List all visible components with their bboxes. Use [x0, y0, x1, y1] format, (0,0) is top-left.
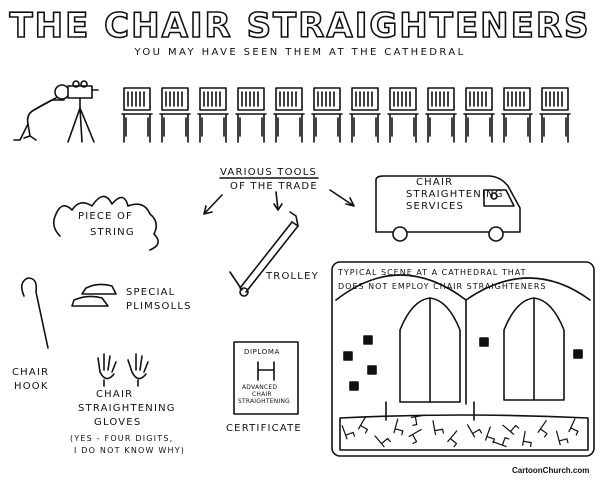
scattered-chair: [408, 428, 422, 445]
certificate-text-line-1: ADVANCED: [242, 384, 278, 391]
chair: [349, 87, 381, 143]
tools-heading-line-1: VARIOUS TOOLS: [220, 167, 318, 178]
chair-row: [121, 87, 571, 143]
certificate-text-line-2: CHAIR: [252, 391, 272, 398]
gloves-label-line-1: CHAIR: [96, 389, 134, 400]
scattered-chair: [484, 426, 495, 444]
string-label-line-1: PIECE OF: [78, 211, 134, 222]
scattered-chair: [466, 424, 483, 438]
certificate-text-line-3: STRAIGHTENING: [238, 398, 290, 405]
gloves-label-line-2: STRAIGHTENING: [78, 403, 176, 414]
plimsolls-label-line-2: PLIMSOLLS: [126, 301, 192, 312]
van-label-line-1: CHAIR: [416, 177, 454, 188]
chair: [463, 87, 495, 143]
scattered-chair: [537, 420, 548, 438]
gloves-illustration: [97, 353, 149, 387]
chair: [121, 87, 153, 143]
scattered-chair: [341, 425, 356, 440]
certificate-top-text: DIPLOMA: [244, 348, 280, 356]
hook-label-line-2: HOOK: [14, 381, 49, 392]
chair: [273, 87, 305, 143]
chair: [539, 87, 571, 143]
string-illustration: [55, 195, 159, 251]
cartoon-title: THE CHAIR STRAIGHTENERS: [9, 5, 591, 47]
van-label-line-2: STRAIGHTENING: [406, 189, 504, 200]
plimsolls-label-line-1: SPECIAL: [126, 287, 176, 298]
certificate-label: CERTIFICATE: [226, 423, 302, 434]
tools-heading-line-2: OF THE TRADE: [230, 181, 318, 192]
chair: [387, 87, 419, 143]
chair: [235, 87, 267, 143]
scattered-chair: [502, 424, 520, 435]
gloves-note-line-2: I DO NOT KNOW WHY): [74, 446, 186, 455]
scattered-chair: [522, 430, 532, 448]
plimsolls-illustration: [71, 283, 117, 307]
scattered-chair: [447, 430, 458, 448]
scattered-chair: [374, 435, 391, 448]
scattered-chair: [393, 418, 404, 436]
chair: [311, 87, 343, 143]
scene-caption-line-2: DOES NOT EMPLOY CHAIR STRAIGHTENERS: [338, 282, 547, 291]
gloves-note-line-1: (YES - FOUR DIGITS,: [70, 434, 174, 443]
van-label-line-3: SERVICES: [406, 201, 465, 212]
hook-label-line-1: CHAIR: [12, 367, 50, 378]
cartoon-subtitle: YOU MAY HAVE SEEN THEM AT THE CATHEDRAL: [134, 47, 466, 58]
trolley-illustration: [229, 211, 299, 297]
chair: [501, 87, 533, 143]
cathedral-scene: [331, 261, 595, 457]
scattered-chair: [492, 437, 510, 448]
scattered-chair: [410, 414, 426, 426]
string-label-line-2: STRING: [90, 227, 135, 238]
scattered-chair: [568, 418, 579, 436]
chair: [197, 87, 229, 143]
photographer-illustration: [13, 80, 99, 143]
scattered-chair: [357, 416, 369, 434]
scattered-chair: [432, 420, 444, 436]
gloves-label-line-3: GLOVES: [94, 417, 142, 428]
chair: [159, 87, 191, 143]
certificate-illustration: [233, 341, 299, 415]
scattered-chair: [555, 430, 569, 446]
scene-caption-line-1: TYPICAL SCENE AT A CATHEDRAL THAT: [338, 268, 527, 277]
chair-hook-illustration: [20, 277, 49, 349]
chair: [425, 87, 457, 143]
van-illustration: [375, 175, 521, 242]
trolley-label: TROLLEY: [266, 271, 319, 282]
credit-text: CartoonChurch.com: [512, 466, 590, 475]
